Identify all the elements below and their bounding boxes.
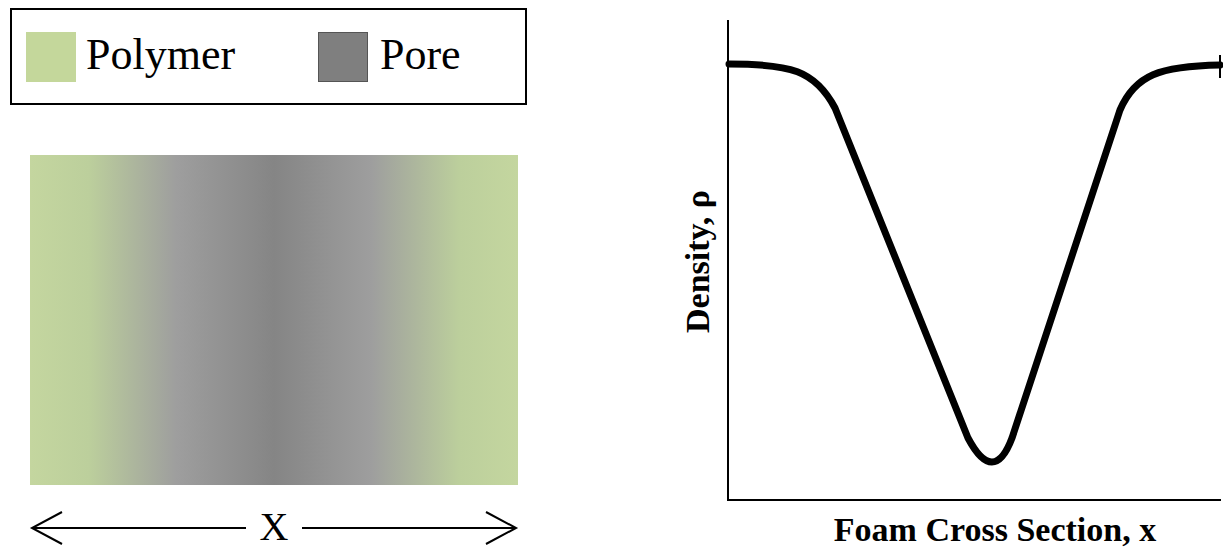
legend-text: Polymer — [86, 28, 235, 82]
axis-label: X — [246, 504, 303, 550]
axis-title: Density, ρ — [677, 191, 716, 334]
legend-swatch — [26, 32, 76, 82]
density-curve — [729, 64, 1220, 462]
axis-title: Foam Cross Section, x — [834, 510, 1156, 549]
chart-axes — [727, 20, 1221, 500]
legend-text: Pore — [380, 28, 461, 82]
foam-section — [30, 155, 518, 485]
legend-swatch — [318, 32, 368, 82]
legend: Polymer Pore — [10, 8, 527, 105]
